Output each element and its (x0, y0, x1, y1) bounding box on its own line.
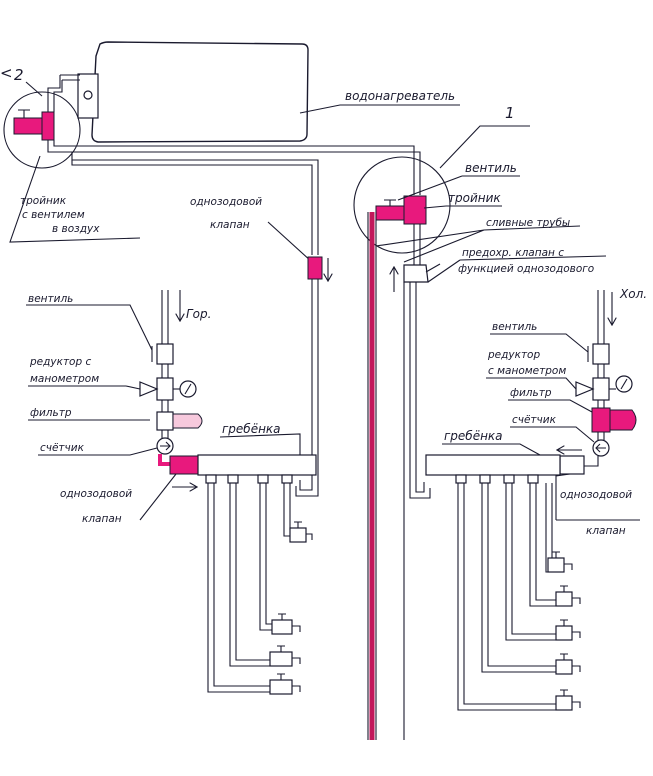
leader-reducer-right (486, 377, 577, 390)
manifold-left-label: гребёнка (222, 422, 281, 436)
detail-number-1: 1 (505, 104, 515, 122)
leader-valve-left (26, 304, 153, 351)
water-meter-icon (592, 439, 610, 457)
check-valve-icon (559, 455, 585, 475)
tap-icon (555, 653, 581, 675)
water-meter-icon (156, 437, 174, 455)
leader-1 (439, 125, 530, 169)
cold-label: Хол. (619, 287, 647, 301)
leader-meter-right (510, 426, 595, 443)
leader-water-heater (299, 104, 460, 114)
tee-valve-icon (375, 195, 427, 225)
filter-icon (156, 411, 203, 431)
check-valve-top-label-2: клапан (210, 219, 250, 231)
tee-air-label-3: в воздух (52, 223, 100, 235)
filter-icon (591, 407, 637, 433)
leader-2 (25, 81, 43, 97)
detail-circle-1 (353, 156, 451, 254)
filter-left-label: фильтр (30, 407, 72, 419)
leader-manifold-left (219, 433, 301, 455)
valve-icon (592, 343, 610, 365)
reducer-icon (139, 377, 174, 401)
tap-icon (555, 585, 581, 607)
tap-icon (547, 551, 573, 573)
tap-icon (269, 645, 301, 667)
check-valve-left-label-1: однозодовой (60, 488, 132, 500)
manifold-right-label: гребёнка (444, 429, 503, 443)
tee-valve-icon (13, 109, 55, 141)
manifold-icon (197, 454, 317, 484)
detail-prefix: < (0, 64, 13, 82)
leader-filter-right (508, 399, 593, 413)
filter-right-label: фильтр (510, 387, 552, 399)
check-valve-left-label-2: клапан (82, 513, 122, 525)
leader-manifold-right (442, 443, 541, 456)
water-heater-icon (60, 41, 309, 143)
check-valve-icon (307, 256, 323, 280)
tap-icon (555, 689, 581, 711)
tap-icon (271, 613, 301, 635)
leader-check-right (555, 473, 640, 521)
meter-left-label: счётчик (40, 442, 85, 454)
leader-tee-right (423, 205, 502, 209)
leader-meter-left (38, 447, 158, 456)
leader-check-top (267, 221, 313, 263)
water-heater-label: водонагреватель (345, 89, 455, 103)
relief-valve-label-1: предохр. клапан с (462, 247, 564, 259)
tap-icon (269, 673, 301, 695)
meter-right-label: счётчик (512, 414, 557, 426)
relief-valve-label-2: функцией однозодового (458, 263, 594, 275)
valve-right2-label: вентиль (492, 321, 537, 333)
relief-valve-icon (403, 263, 441, 283)
leader-valve-right2 (490, 333, 589, 353)
leader-check-left (139, 473, 177, 521)
detail-number-2: 2 (14, 66, 24, 84)
hot-label: Гор. (186, 307, 211, 321)
check-valve-icon (169, 455, 199, 475)
leader-valve-right (397, 175, 520, 201)
valve-left-label: вентиль (28, 293, 73, 305)
check-valve-right-label-1: однозодовой (560, 489, 632, 501)
reducer-left-label-2: манометром (30, 373, 99, 385)
leader-reducer-left (28, 385, 141, 390)
reducer-left-label-1: редуктор с (29, 356, 91, 368)
valve-icon (156, 343, 174, 365)
drain-pipes-label: сливные трубы (486, 217, 570, 229)
leader-tee-air (9, 155, 141, 243)
tee-air-label-2: с вентилем (22, 209, 85, 221)
reducer-right-label-1: редуктор (487, 349, 540, 361)
tap-icon (289, 521, 313, 543)
pressure-gauge-icon (615, 375, 633, 393)
tee-right-label: тройник (448, 191, 501, 205)
check-valve-top-label-1: однозодовой (190, 196, 262, 208)
pressure-gauge-icon (179, 380, 197, 398)
tee-air-label-1: тройник (20, 195, 67, 207)
manifold-icon (425, 454, 561, 484)
reducer-right-label-2: с манометром (488, 365, 566, 377)
tap-icon (555, 619, 581, 641)
leader-relief (427, 255, 607, 283)
leader-drain (375, 225, 581, 263)
check-valve-right-label-2: клапан (586, 525, 626, 537)
reducer-icon (575, 377, 610, 401)
detail-circle-2 (3, 91, 81, 169)
valve-right-label: вентиль (465, 161, 517, 175)
